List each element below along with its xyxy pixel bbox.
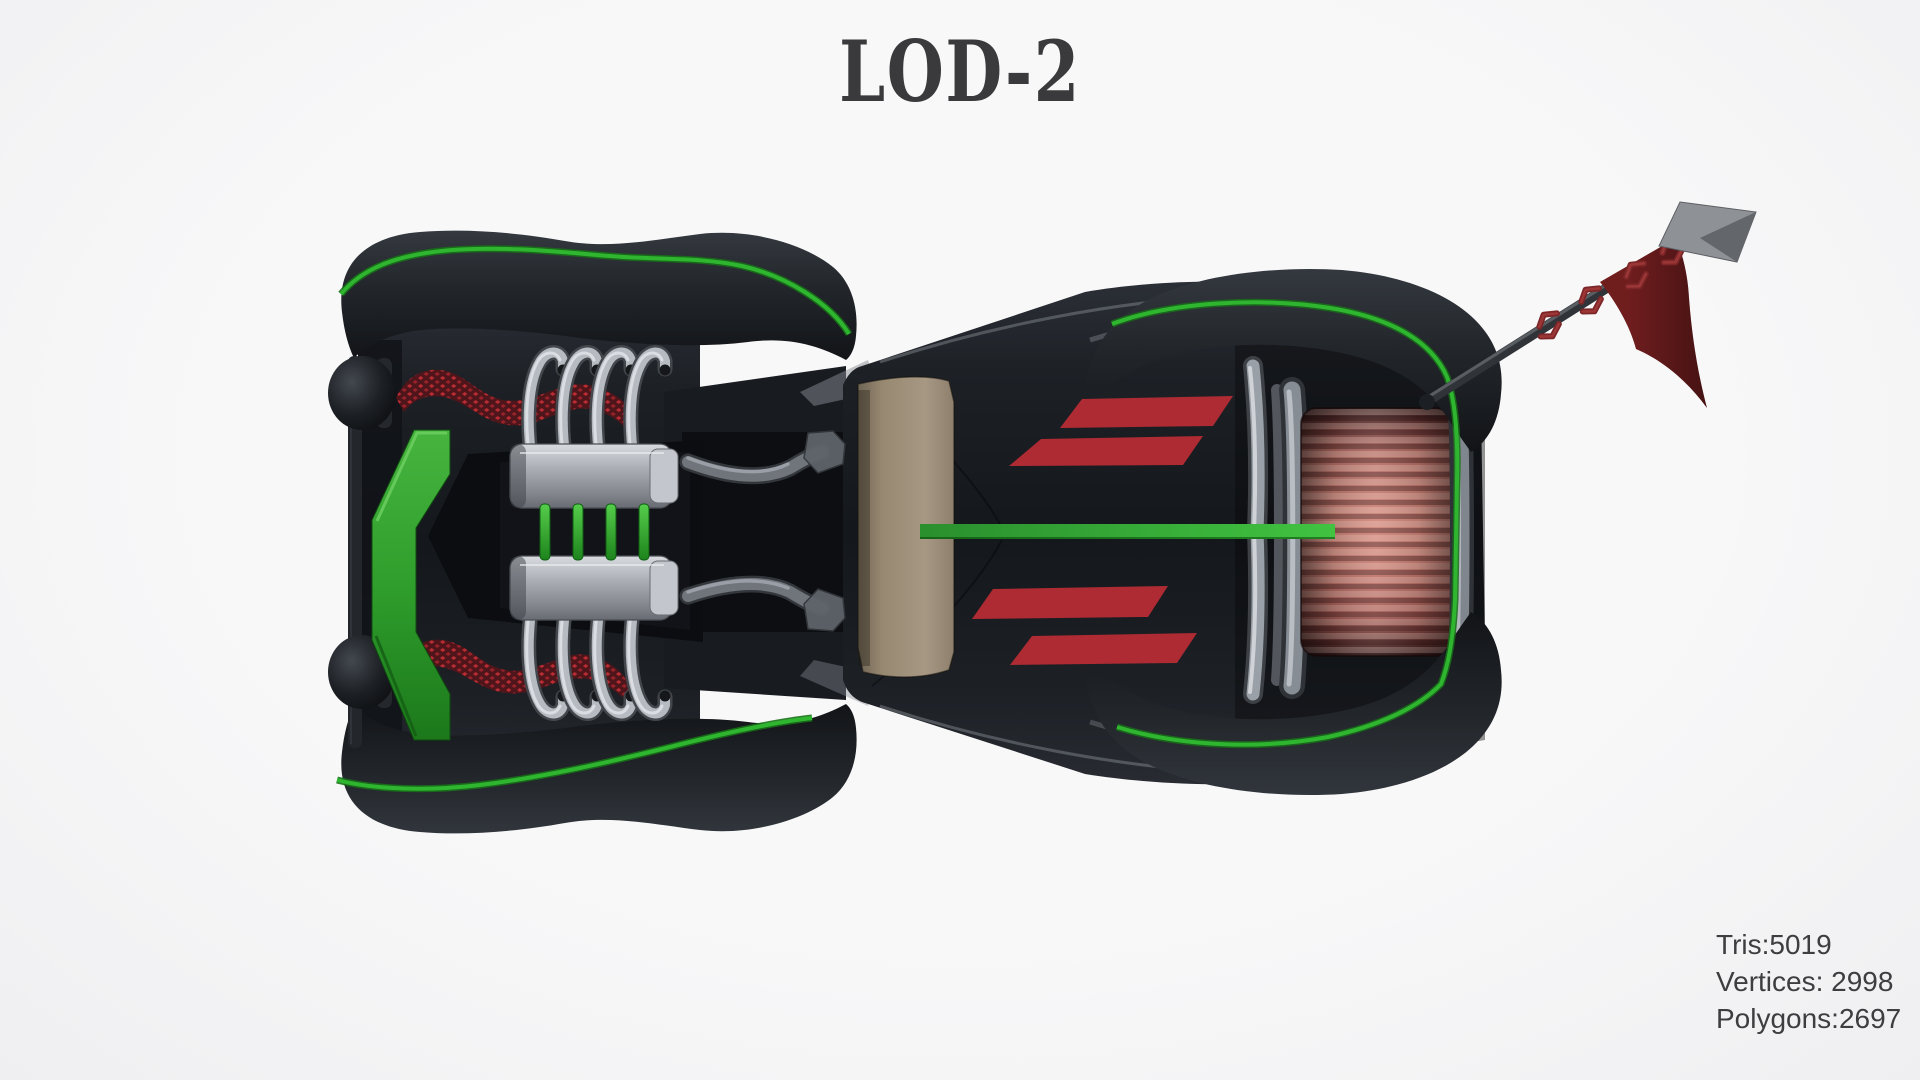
stat-tris: Tris:5019	[1716, 929, 1832, 960]
front-fender-top	[1085, 268, 1502, 452]
flag-pole-base	[1419, 394, 1435, 410]
pushrods	[539, 503, 650, 561]
stat-polygons: Polygons:2697	[1716, 1003, 1902, 1034]
front-pinstripe-hi	[1111, 300, 1460, 747]
rear-pinstripe-bottom-hi	[336, 716, 813, 791]
front-fenders	[1085, 268, 1502, 796]
rear-pinstripe-top-hi	[339, 246, 851, 336]
chevron-decal	[371, 429, 451, 741]
red-stripe-2	[1009, 436, 1203, 466]
axle-hub-top	[328, 356, 396, 430]
red-stripe-4	[1010, 633, 1197, 665]
stat-vertices: Vertices: 2998	[1716, 966, 1894, 997]
side-pipe-top	[679, 430, 846, 485]
seat-shadow	[858, 390, 870, 666]
front-fender-bottom	[1085, 612, 1502, 796]
flag	[1600, 238, 1707, 408]
snake-decal-top	[396, 369, 638, 430]
red-stripe-3	[972, 586, 1168, 619]
cylinder-bank-bottom	[509, 555, 679, 621]
center-stripe	[920, 524, 1335, 539]
cylinder-bank-top	[509, 443, 679, 509]
spearhead	[1658, 201, 1757, 263]
flag-assembly	[1419, 201, 1757, 410]
cockpit-seat	[857, 376, 955, 678]
engine	[428, 352, 846, 713]
snake-decal-bottom	[398, 639, 632, 697]
red-stripe-1	[1060, 396, 1233, 428]
model-stats: Tris:5019 Vertices: 2998 Polygons:2697	[1716, 926, 1901, 1037]
side-pipe-bottom	[679, 575, 846, 632]
